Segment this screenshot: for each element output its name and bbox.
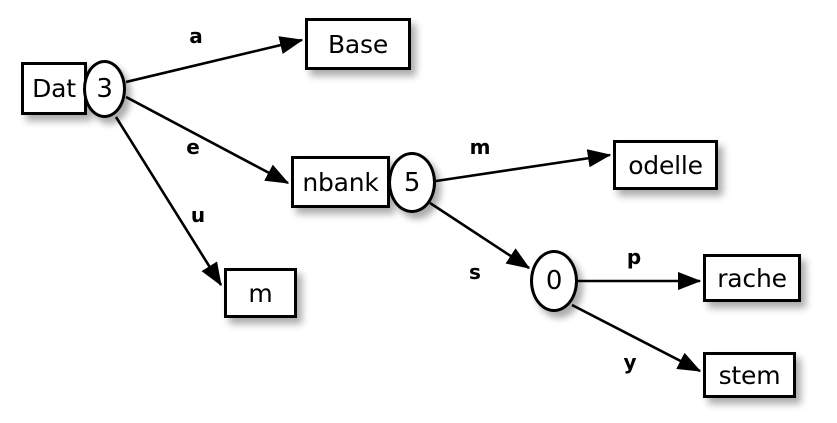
node-odelle[interactable]: odelle [613,140,718,190]
node-rache[interactable]: rache [703,254,801,302]
edge-u[interactable] [114,116,223,287]
node-root-ellipse[interactable]: 3 [83,60,126,118]
edge-e[interactable] [125,95,290,185]
node-zero[interactable]: 0 [530,250,578,312]
node-nbank-rect[interactable]: nbank [291,156,390,208]
edge-label-m: m [469,135,491,159]
node-m[interactable]: m [224,268,297,318]
node-rache-label: rache [717,263,787,293]
node-root-ellipse-label: 3 [96,74,113,104]
node-base[interactable]: Base [305,18,411,70]
node-nbank-rect-label: nbank [302,167,379,197]
node-stem[interactable]: stem [703,352,796,398]
edge-label-s: s [469,260,481,284]
edge-label-y: y [623,350,637,374]
node-nbank-ellipse[interactable]: 5 [388,152,436,213]
edge-m[interactable] [435,149,612,183]
edge-label-a: a [189,24,203,48]
node-root-rect-label: Dat [32,74,76,103]
node-root-rect[interactable]: Dat [21,62,87,115]
node-stem-label: stem [718,360,781,390]
edge-y[interactable] [571,303,702,373]
edge-label-u: u [190,203,206,227]
node-base-label: Base [327,29,389,59]
node-m-label: m [248,278,273,308]
node-zero-label: 0 [545,266,563,296]
edge-label-e: e [186,135,200,159]
edge-a[interactable] [125,36,304,84]
node-odelle-label: odelle [628,150,703,180]
edge-label-p: p [626,245,642,269]
node-nbank-ellipse-label: 5 [403,167,421,198]
edge-s[interactable] [429,201,531,270]
